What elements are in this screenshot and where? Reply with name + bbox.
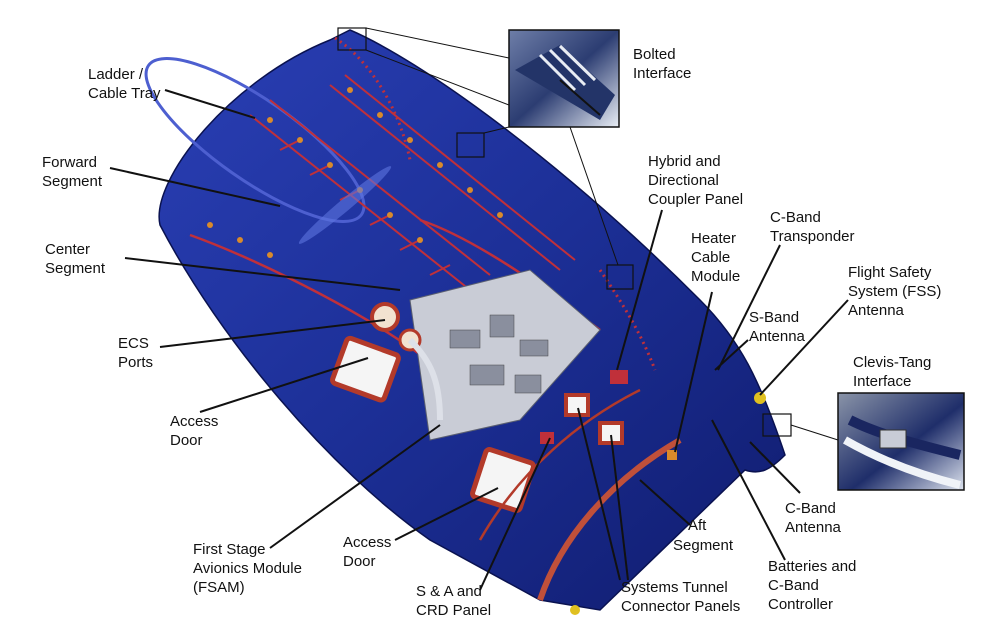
avionics-equipment [449,314,549,394]
label-cband-antenna: C-Band Antenna [785,500,842,536]
bolted-callout-box-mid [456,132,485,158]
leader-batteries [711,419,786,561]
leader-access2 [394,487,499,541]
label-batteries: Batteries and C-Band Controller [768,558,861,613]
leader-hybrid [616,209,663,371]
ecs-ports [370,302,443,421]
label-bolted-interface: Bolted Interface [633,46,691,82]
ladder-cable-tray [249,74,576,291]
heater-module [667,450,677,460]
access-door-upper [330,335,401,403]
bolted-interface-inset [508,29,620,128]
clevis-tang-inset [837,392,965,491]
bolted-callout-box-top [337,27,367,51]
s-and-a-panel [540,432,554,444]
connector-panel-1 [564,393,590,417]
label-systems-tunnel: Systems Tunnel Connector Panels [621,579,740,615]
label-aft-segment: Aft Segment [673,517,734,554]
aft-nub [570,605,580,615]
label-ecs-ports: ECS Ports [118,335,153,371]
leader-tunnel-1 [577,407,621,581]
avionics-cutaway [409,269,601,441]
label-sband-antenna: S-Band Antenna [749,309,806,345]
leader-transponder [717,244,781,371]
leader-forward [109,167,281,207]
label-clevis-tang: Clevis-Tang Interface [853,354,936,390]
label-fsam: First Stage Avionics Module (FSAM) [193,541,306,596]
label-forward-segment: Forward Segment [42,154,103,190]
interstage-cylinder [144,29,786,615]
label-ladder-cable-tray: Ladder / Cable Tray [88,66,161,102]
leader-aft [639,479,691,526]
leader-ecs [159,319,386,348]
leader-cband-ant [749,441,801,494]
leader-heater [674,291,713,453]
bolted-callout-box-aft [606,264,634,290]
aft-rim-rivets [598,269,657,371]
leader-tunnel-2 [610,434,629,581]
leader-sa [479,437,551,591]
label-heater-cable-module: Heater Cable Module [691,230,740,285]
leader-center [124,257,401,291]
shell-highlight [298,166,392,244]
aft-rib [537,437,682,601]
leader-ladder [164,89,256,119]
leader-access1 [199,357,369,413]
bolted-callout-lines [365,27,619,266]
leader-lines [109,89,849,591]
label-access-door-lower: Access Door [343,534,396,570]
label-center-segment: Center Segment [45,241,106,277]
label-s-and-a-crd-panel: S & A and CRD Panel [416,583,491,619]
hybrid-panel [610,370,628,384]
label-fss-antenna: Flight Safety System (FSS) Antenna [848,264,946,319]
leader-fss [759,299,849,396]
fss-antenna-nub [754,392,766,404]
aft-rib-2 [478,388,641,541]
leader-fsam [269,424,441,549]
label-hybrid-coupler: Hybrid and Directional Coupler Panel [648,153,743,208]
label-access-door-upper: Access Door [170,413,223,449]
label-cband-transponder: C-Band Transponder [770,209,855,245]
clevis-callout-line [790,424,839,441]
